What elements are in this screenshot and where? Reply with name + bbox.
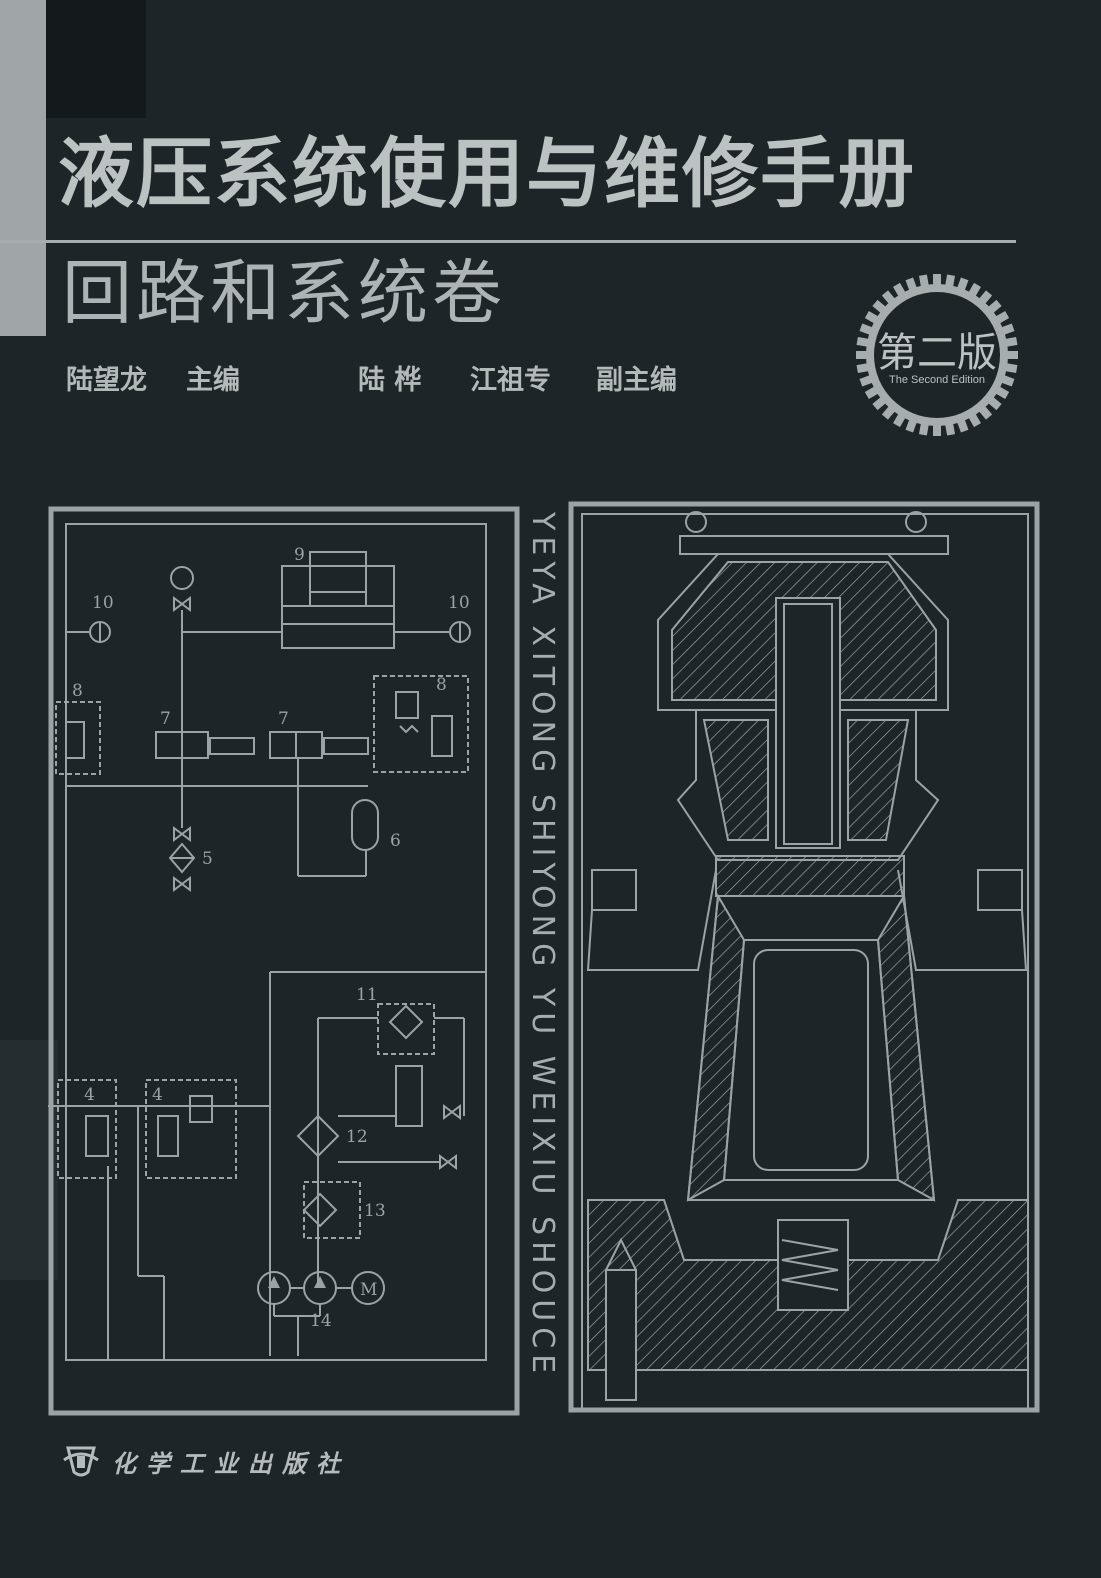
label-10b: 10 <box>448 593 470 613</box>
label-6: 6 <box>390 831 401 851</box>
chief-editor-role: 主编 <box>186 365 240 396</box>
hydraulic-circuit-diagram: 9 10 10 8 8 7 7 6 5 11 4 4 12 13 14 M <box>48 506 520 1416</box>
label-4a: 4 <box>84 1085 95 1105</box>
label-10a: 10 <box>92 593 114 613</box>
title-rule <box>0 240 1016 243</box>
label-4b: 4 <box>152 1085 163 1105</box>
deputy-editor-2: 江祖专 <box>470 365 551 396</box>
book-title: 液压系统使用与维修手册 <box>58 129 916 218</box>
publisher-name: 化学工业出版社 <box>112 1450 350 1478</box>
gear-tooth <box>933 274 941 288</box>
label-13: 13 <box>364 1201 386 1221</box>
left-edge-strip <box>0 0 46 336</box>
mechanical-section-drawing <box>568 501 1040 1413</box>
label-11: 11 <box>356 985 378 1005</box>
label-8b: 8 <box>436 675 447 695</box>
left-lower-strip <box>0 1040 58 1280</box>
label-7a: 7 <box>160 709 171 729</box>
deputy-editor-1: 陆 桦 <box>358 365 422 396</box>
pinyin-title: YEYA XITONG SHIYONG YU WEIXIU SHOUCE <box>525 512 560 1380</box>
publisher-logo-icon <box>63 1446 99 1477</box>
label-14: 14 <box>310 1311 332 1331</box>
label-5: 5 <box>202 849 213 869</box>
label-8a: 8 <box>72 681 83 701</box>
label-12: 12 <box>346 1127 368 1147</box>
label-7b: 7 <box>278 709 289 729</box>
deputy-editor-role: 副主编 <box>596 365 677 396</box>
book-subtitle: 回路和系统卷 <box>62 252 506 334</box>
chief-editor-name: 陆望龙 <box>66 365 147 396</box>
label-motor: M <box>360 1280 377 1300</box>
label-9: 9 <box>294 545 305 565</box>
edition-gear-badge: 第二版 The Second Edition <box>856 274 1018 436</box>
top-left-dark-block <box>46 0 146 118</box>
edition-label: 第二版 <box>877 330 997 376</box>
gear-tooth <box>933 422 941 436</box>
edition-english: The Second Edition <box>889 374 985 386</box>
